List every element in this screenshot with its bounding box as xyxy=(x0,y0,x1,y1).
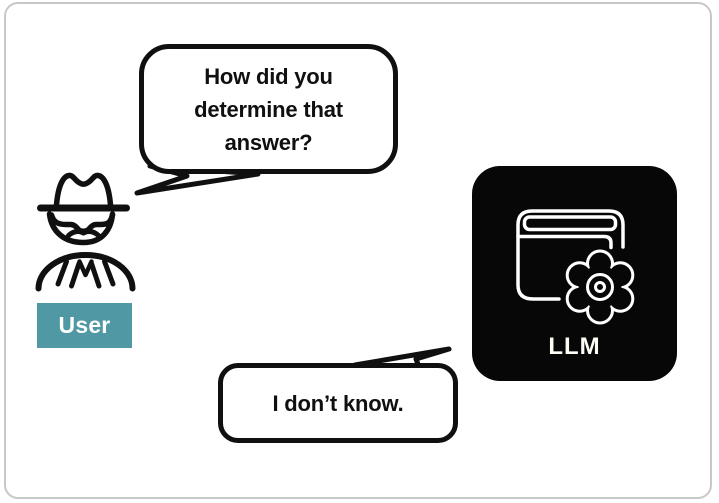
user-speech-bubble: How did you determine that answer? xyxy=(139,44,398,174)
user-label-badge: User xyxy=(37,303,132,348)
llm-speech-bubble: I don’t know. xyxy=(218,363,458,443)
llm-speech-text: I don’t know. xyxy=(272,390,404,416)
llm-box: LLM xyxy=(472,166,677,381)
user-speech-text: How did you determine that answer? xyxy=(194,63,343,155)
llm-label-text: LLM xyxy=(548,333,601,360)
user-label-text: User xyxy=(58,312,111,338)
